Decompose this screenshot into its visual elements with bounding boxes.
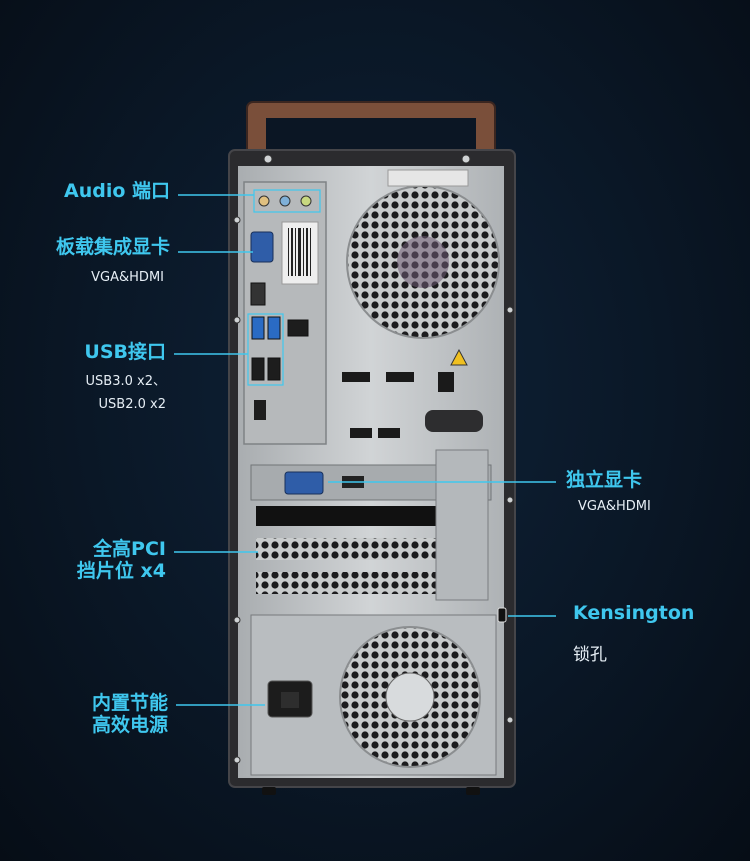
carry-handle	[246, 101, 496, 165]
pci-label-line-2: 挡片位 x4	[76, 559, 166, 582]
io-shield	[243, 181, 327, 445]
audio-jacks	[258, 195, 312, 207]
usb-label: USB接口	[84, 341, 166, 363]
line-port	[254, 400, 266, 420]
top-label	[387, 169, 469, 187]
ethernet-port	[287, 319, 309, 337]
audio-ports-label: Audio 端口	[63, 180, 170, 202]
onboard-gpu-label: 板载集成显卡	[55, 236, 170, 258]
discrete-gpu-sub: VGA&HDMI	[578, 499, 651, 514]
onboard-gpu-sub: VGA&HDMI	[91, 270, 164, 285]
frame-screws	[233, 154, 514, 764]
warning-triangle-icon	[450, 348, 468, 366]
usb-sub: USB3.0 x2、 USB2.0 x2	[18, 374, 166, 414]
psu-label: 内置节能 高效电源	[18, 692, 168, 737]
kensington-sub: 锁孔	[573, 645, 607, 665]
usb-sub-line-1: USB3.0 x2、	[85, 374, 166, 389]
power-supply	[250, 614, 497, 776]
onboard-vga-port	[250, 231, 274, 263]
kensington-slot	[497, 607, 507, 623]
vent-slots	[342, 372, 483, 438]
onboard-hdmi-port	[250, 282, 266, 306]
discrete-gpu-vga	[284, 471, 324, 495]
psu-label-line-2: 高效电源	[91, 713, 168, 736]
feet	[262, 787, 480, 795]
pci-label: 全高PCI 挡片位 x4	[18, 538, 166, 583]
usb-sub-line-2: USB2.0 x2	[98, 397, 166, 413]
pci-label-line-1: 全高PCI	[93, 538, 166, 560]
expansion-slots	[250, 449, 492, 601]
fan-grill-top	[346, 185, 500, 339]
usb-ports	[251, 316, 281, 381]
psu-label-line-1: 内置节能	[91, 692, 168, 714]
kensington-label: Kensington	[573, 602, 695, 624]
discrete-gpu-label: 独立显卡	[566, 469, 643, 491]
callout-lines	[174, 189, 556, 706]
